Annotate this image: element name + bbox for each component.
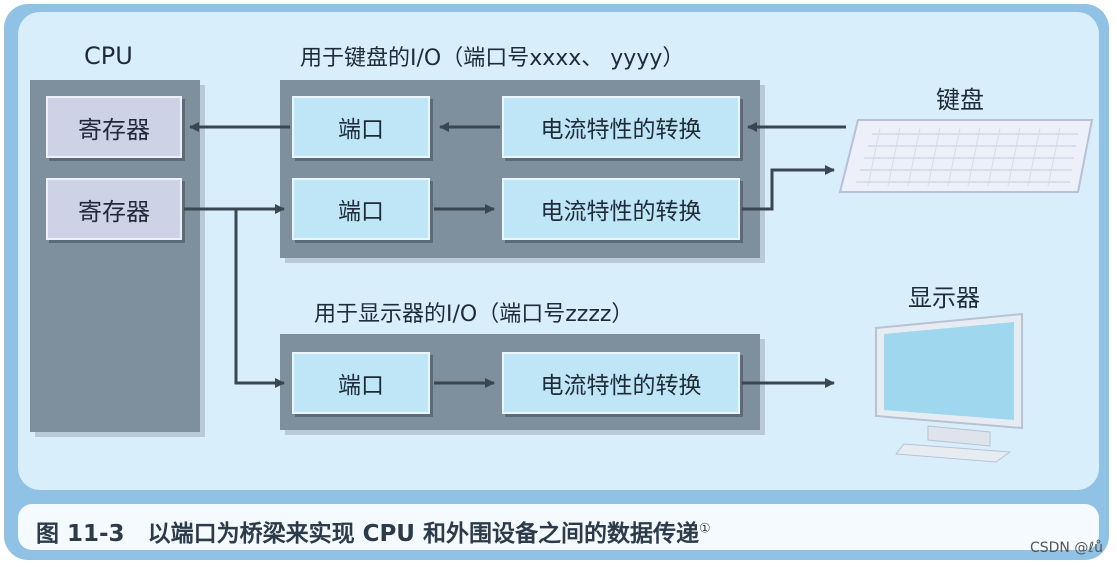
display-port: 端口 [292,352,430,414]
figure-caption: 图 11-3 以端口为桥梁来实现 CPU 和外围设备之间的数据传递① [36,521,711,547]
monitor-icon [875,312,1023,463]
keyboard-converter-out: 电流特性的转换 [502,178,740,240]
register-2: 寄存器 [46,178,182,240]
keyboard-icon [838,119,1094,193]
footnote-mark: ① [699,521,711,537]
arrow-converter-to-keyboard [742,165,835,211]
display-label: 显示器 [908,284,980,312]
display-converter: 电流特性的转换 [502,352,740,414]
keyboard-port-in: 端口 [292,96,430,158]
cpu-label: CPU [84,42,133,70]
keyboard-label: 键盘 [936,86,984,114]
keyboard-port-out: 端口 [292,178,430,240]
register-1: 寄存器 [46,96,182,158]
display-io-title: 用于显示器的I/O（端口号zzzz） [314,302,634,327]
keyboard-io-title: 用于键盘的I/O（端口号xxxx、 yyyy） [300,46,685,71]
caption-box: 图 11-3 以端口为桥梁来实现 CPU 和外围设备之间的数据传递① [18,504,1099,550]
watermark: CSDN @ℓů [1029,540,1103,556]
keyboard-converter-in: 电流特性的转换 [502,96,740,158]
arrow-register-to-display-port [234,209,285,388]
